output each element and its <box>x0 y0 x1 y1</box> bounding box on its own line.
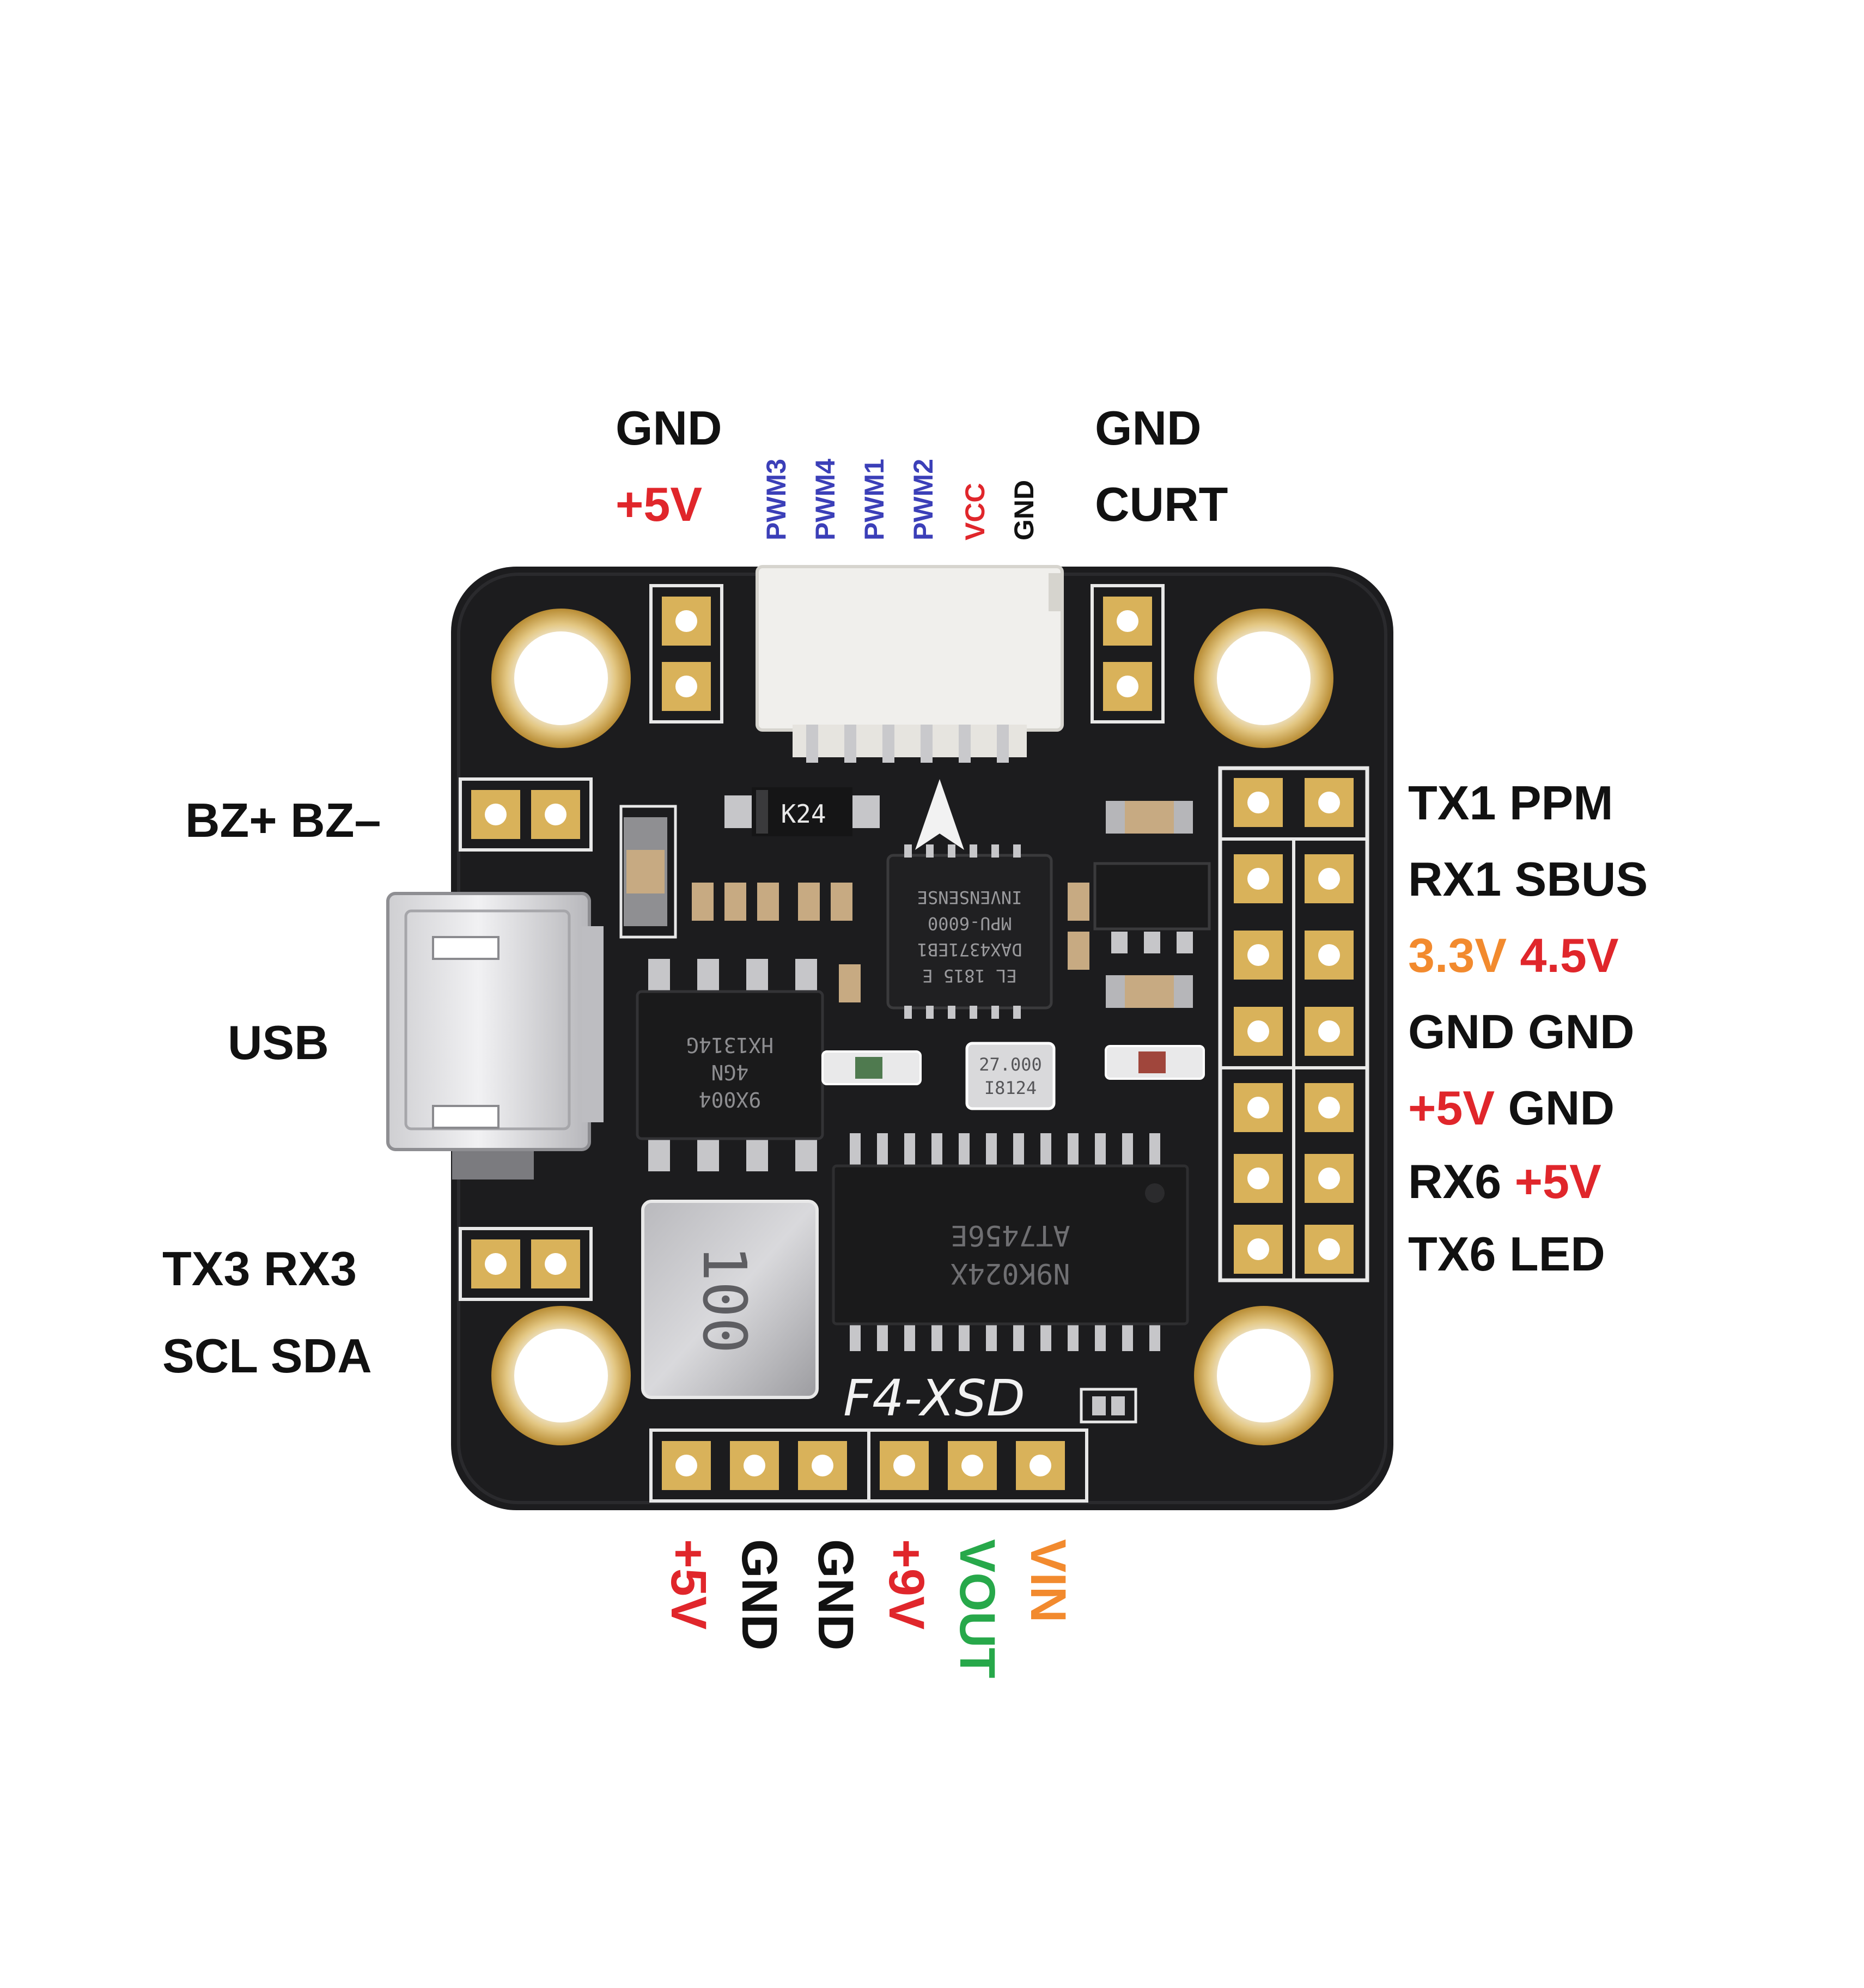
svg-text:100: 100 <box>690 1245 759 1354</box>
label-bz-minus: BZ– <box>290 793 381 847</box>
mounting-hole <box>491 1306 631 1445</box>
label-row-1: TX1 PPM <box>1408 779 1613 827</box>
label-tx1: TX1 <box>1408 776 1496 830</box>
capacitor <box>1080 1388 1137 1424</box>
label-row-4: GND GND <box>1408 1008 1635 1056</box>
label-top-left-5v: +5V <box>616 477 703 531</box>
label-bottom-gnd-b: GND <box>808 1539 863 1651</box>
pad-group-top-right <box>1091 584 1165 724</box>
label-pin-gnd: GND <box>1009 479 1039 540</box>
label-gnd-c: GND <box>1508 1081 1615 1135</box>
label-scl: SCL <box>162 1329 258 1383</box>
flash-chip: 9X004 4GN HX1314G <box>636 959 824 1171</box>
label-pin-pwm4: PWM4 <box>810 459 840 540</box>
label-row-3: 3.3V 4.5V <box>1408 932 1619 980</box>
label-bottom-vin: VIN <box>1020 1539 1076 1623</box>
pad-group-right-header <box>1218 766 1369 1282</box>
label-gnd-a: GND <box>1408 1005 1515 1059</box>
label-3v3: 3.3V <box>1408 928 1507 982</box>
label-rx1: RX1 <box>1408 852 1502 906</box>
jst-connector <box>756 565 1064 763</box>
label-ppm: PPM <box>1509 776 1613 830</box>
label-gnd-b: GND <box>1528 1005 1635 1059</box>
label-sda: SDA <box>270 1329 372 1383</box>
label-bottom-9v: +9V <box>879 1539 934 1630</box>
svg-text:N9K024X: N9K024X <box>951 1257 1070 1290</box>
svg-text:INVENSENSE: INVENSENSE <box>917 887 1022 908</box>
svg-text:DAX4371EB1: DAX4371EB1 <box>917 939 1022 960</box>
label-tx3: TX3 <box>162 1242 251 1296</box>
svg-text:K24: K24 <box>781 799 826 829</box>
label-rx3: RX3 <box>263 1242 357 1296</box>
svg-text:F4-XSD: F4-XSD <box>843 1369 1025 1427</box>
orientation-arrow <box>915 779 964 850</box>
mounting-hole <box>1194 1306 1333 1445</box>
label-top-right-gnd: GND <box>1095 401 1202 455</box>
label-bottom-5v: +5V <box>661 1539 716 1630</box>
label-row-2: RX1 SBUS <box>1408 855 1648 903</box>
label-buzzer: BZ+ BZ– <box>185 797 381 844</box>
diode-k24: K24 <box>724 787 880 836</box>
status-led <box>821 1050 922 1085</box>
osd-chip: N9K024X AT7456E <box>832 1133 1189 1351</box>
label-tx6: TX6 <box>1408 1227 1496 1281</box>
label-4v5: 4.5V <box>1520 928 1619 982</box>
label-uart3: TX3 RX3 <box>162 1245 357 1293</box>
pad-group-buzzer <box>459 777 593 852</box>
svg-text:HX1314G: HX1314G <box>686 1033 773 1057</box>
label-5v: +5V <box>1408 1081 1495 1135</box>
label-bottom-vout: VOUT <box>949 1539 1005 1679</box>
svg-text:MPU-6000: MPU-6000 <box>928 913 1012 934</box>
label-bottom-gnd-a: GND <box>732 1539 787 1651</box>
mounting-hole <box>1194 609 1333 748</box>
resistor-array <box>692 883 1089 1002</box>
capacitor <box>1106 975 1193 1008</box>
label-pin-pwm2: PWM2 <box>908 459 939 540</box>
svg-text:EL 1815 E: EL 1815 E <box>922 965 1016 986</box>
label-pin-vcc: VCC <box>960 483 990 540</box>
label-bz-plus: BZ+ <box>185 793 277 847</box>
svg-text:9X004: 9X004 <box>699 1087 761 1111</box>
svg-text:I8124: I8124 <box>984 1078 1037 1098</box>
mounting-hole <box>491 609 631 748</box>
gyro-chip: EL 1815 E DAX4371EB1 MPU-6000 INVENSENSE <box>886 844 1053 1019</box>
label-top-right-curt: CURT <box>1095 477 1228 531</box>
label-rx6: RX6 <box>1408 1154 1502 1208</box>
capacitor <box>619 805 677 939</box>
pad-group-bottom <box>649 1428 1088 1503</box>
capacitor <box>1106 801 1193 834</box>
power-inductor: 100 <box>641 1200 819 1399</box>
usb-connector <box>386 892 604 1180</box>
label-5v-b: +5V <box>1514 1154 1601 1208</box>
board-silkscreen-name: F4-XSD <box>843 1369 1025 1427</box>
svg-text:4GN: 4GN <box>711 1060 749 1084</box>
pad-group-top-left <box>649 584 723 724</box>
label-row-5: +5V GND <box>1408 1084 1615 1132</box>
svg-text:AT7456E: AT7456E <box>951 1219 1070 1251</box>
pad-group-uart3 <box>459 1227 593 1301</box>
svg-text:27.000: 27.000 <box>979 1054 1042 1075</box>
label-pin-pwm3: PWM3 <box>761 459 791 540</box>
label-i2c: SCL SDA <box>162 1332 372 1380</box>
label-row-7: TX6 LED <box>1408 1230 1605 1278</box>
label-pin-pwm1: PWM1 <box>859 459 890 540</box>
status-led <box>1105 1045 1205 1080</box>
voltage-regulator <box>1093 862 1211 953</box>
label-led: LED <box>1509 1227 1605 1281</box>
crystal: 27.000 I8124 <box>965 1042 1056 1110</box>
label-usb: USB <box>228 1016 329 1069</box>
label-top-left-gnd: GND <box>616 401 722 455</box>
label-sbus: SBUS <box>1514 852 1648 906</box>
label-row-6: RX6 +5V <box>1408 1158 1601 1206</box>
